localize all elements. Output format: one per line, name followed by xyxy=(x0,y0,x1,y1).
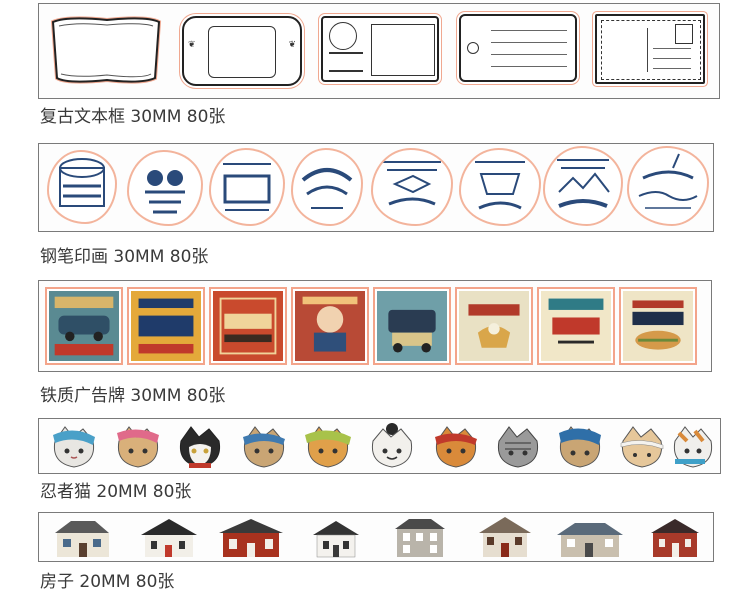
postmark-circle-icon xyxy=(329,22,357,50)
washi-strip-ninja-cats xyxy=(38,418,721,474)
ornate-label-flourish-left: ❦ xyxy=(188,40,196,50)
sticker-pen-stamp xyxy=(211,150,283,224)
sticker-tin-sign xyxy=(539,289,613,363)
sticker-ninja-cat xyxy=(49,423,99,471)
ornate-label-inner xyxy=(208,26,276,78)
sticker-house xyxy=(477,515,533,559)
sticker-house xyxy=(309,517,363,559)
cancel-wave-icon xyxy=(329,52,363,72)
sticker-pen-stamp xyxy=(129,152,201,224)
sticker-house xyxy=(217,517,285,559)
sticker-tin-sign xyxy=(621,289,695,363)
postcard-divider xyxy=(647,28,648,72)
postcard-border xyxy=(601,20,701,80)
postcard-stamp-box xyxy=(675,24,693,44)
caption-tin-signs: 铁质广告牌 30MM 80张 xyxy=(40,386,226,406)
caption-vintage-frames: 复古文本框 30MM 80张 xyxy=(40,107,226,127)
postcard-line xyxy=(653,68,691,69)
sticker-tin-sign xyxy=(375,289,449,363)
tag-hole-icon xyxy=(467,42,479,54)
postcard-line xyxy=(653,48,691,49)
caption-pen-stamps: 钢笔印画 30MM 80张 xyxy=(40,247,209,267)
sticker-pen-stamp xyxy=(461,150,539,224)
sticker-ninja-cat xyxy=(431,423,481,471)
sticker-postcard xyxy=(595,14,705,84)
washi-strip-tin-signs xyxy=(38,280,712,372)
postcard-line xyxy=(653,58,691,59)
sticker-house xyxy=(51,517,113,559)
washi-strip-pen-stamps xyxy=(38,143,714,232)
sticker-ninja-cat xyxy=(113,423,163,471)
sticker-ninja-cat xyxy=(669,423,717,471)
sticker-ornate-label: ❦ ❦ xyxy=(182,16,302,86)
sticker-pen-stamp xyxy=(545,148,621,224)
sticker-postage-ticket xyxy=(321,16,439,82)
sticker-ninja-cat xyxy=(617,423,667,471)
sticker-house xyxy=(139,517,199,559)
sticker-tin-sign xyxy=(129,289,203,363)
sticker-ninja-cat xyxy=(555,423,605,471)
sticker-house xyxy=(391,515,449,559)
sticker-ninja-cat xyxy=(493,423,543,471)
washi-strip-houses xyxy=(38,512,714,562)
sticker-pen-stamp xyxy=(373,150,451,224)
sticker-luggage-tag xyxy=(459,14,577,82)
sticker-ninja-cat xyxy=(367,421,417,471)
scroll-frame-drawing xyxy=(50,16,162,84)
sticker-pen-stamp xyxy=(293,150,361,224)
ornate-label-flourish-right: ❦ xyxy=(288,40,296,50)
tag-line xyxy=(491,66,567,67)
sticker-ninja-cat xyxy=(175,423,225,471)
postage-ticket-box xyxy=(371,24,435,76)
sticker-tin-sign xyxy=(47,289,121,363)
sticker-ninja-cat xyxy=(301,423,355,471)
caption-houses: 房子 20MM 80张 xyxy=(40,572,175,592)
tag-line xyxy=(491,30,567,31)
sticker-scroll-frame xyxy=(47,14,165,86)
sticker-house xyxy=(555,517,625,559)
washi-strip-vintage-frames: ❦ ❦ xyxy=(38,3,720,99)
sticker-house xyxy=(647,517,703,559)
sticker-pen-stamp xyxy=(49,152,115,222)
tag-line xyxy=(491,54,567,55)
sticker-tin-sign xyxy=(293,289,367,363)
sticker-tin-sign xyxy=(211,289,285,363)
sticker-tin-sign xyxy=(457,289,531,363)
caption-ninja-cats: 忍者猫 20MM 80张 xyxy=(40,482,192,502)
tag-line xyxy=(491,42,567,43)
sticker-ninja-cat xyxy=(239,423,289,471)
sticker-pen-stamp xyxy=(629,148,707,224)
